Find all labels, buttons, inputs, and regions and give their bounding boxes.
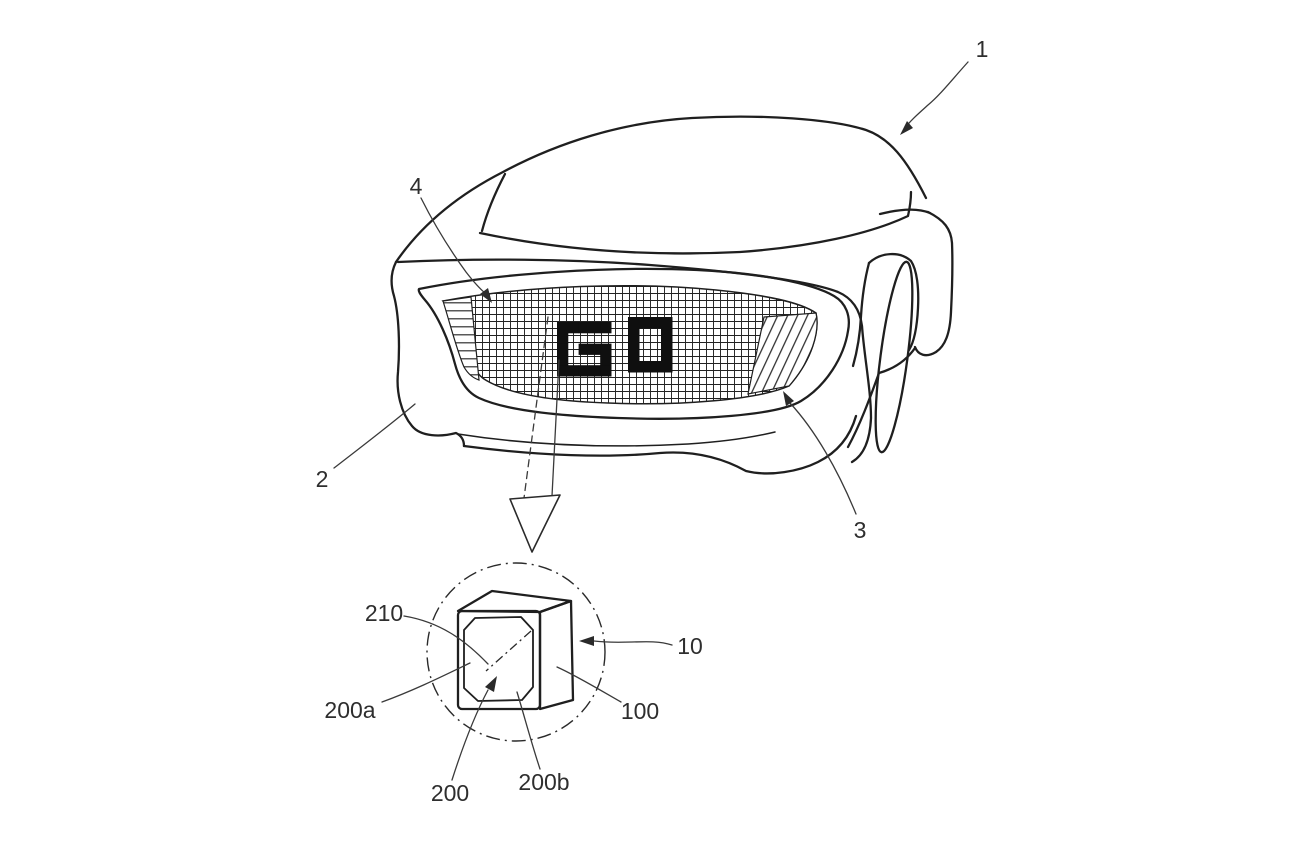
cowl-line (478, 190, 913, 255)
fender-outer-edge (913, 210, 954, 357)
pixel-cube-front-face (456, 609, 542, 711)
grille-display-text-GO (557, 317, 673, 377)
ref-label-1: 1 (976, 36, 989, 62)
leader-200a (381, 662, 471, 703)
car-silhouette (394, 115, 928, 264)
car-body-outline (390, 115, 954, 475)
leader-2 (333, 403, 416, 469)
grille-surround (417, 267, 850, 420)
pixel-cube-side-face (538, 599, 575, 711)
leader-200-arrowhead (485, 676, 497, 692)
hood-shutline (396, 258, 873, 464)
ref-label-3: 3 (854, 517, 867, 543)
grille-right-louvers (747, 312, 818, 395)
leader-4-arrowhead (480, 288, 492, 303)
leader-3 (789, 402, 857, 515)
front-tire (874, 260, 914, 454)
leader-10-arrowhead (579, 636, 594, 646)
leader-4 (420, 197, 486, 294)
leader-200b (516, 691, 541, 770)
leader-1-arrowhead (900, 121, 913, 135)
left-bumper-corner (390, 260, 466, 448)
rocker-edge (846, 371, 881, 449)
ref-label-210: 210 (365, 600, 403, 626)
fender-bottom (877, 346, 917, 375)
pixel-cube-top-face (456, 589, 573, 614)
grille-left-vent (442, 296, 480, 381)
leader-100 (556, 666, 622, 703)
ref-label-200: 200 (431, 780, 469, 806)
ref-label-200a: 200a (324, 697, 375, 723)
fender-top (878, 208, 932, 216)
bumper-lip (457, 431, 776, 447)
callout-solid-line (551, 359, 560, 497)
leader-10 (593, 640, 673, 646)
callout-hollow-arrowhead (509, 494, 561, 553)
reference-numerals: 1 2 3 4 10 100 200 200a 200b 210 (316, 36, 989, 806)
leader-1 (904, 61, 969, 129)
ref-label-4: 4 (410, 173, 423, 199)
leader-3-arrowhead (783, 391, 794, 406)
detail-view (426, 562, 606, 742)
detail-callout-arrow (509, 316, 561, 553)
wheel-arch-opening (867, 252, 920, 352)
wheel-arch-side (851, 261, 871, 368)
leader-200 (451, 689, 489, 781)
callout-dashed-line (523, 316, 549, 499)
detail-boundary-circle (426, 562, 606, 742)
bumper-bottom (462, 414, 858, 475)
leader-210 (403, 615, 489, 665)
ref-label-200b: 200b (518, 769, 569, 795)
leader-lines (333, 61, 969, 781)
pixel-cube-display-panel (463, 616, 534, 702)
ref-label-100: 100 (621, 698, 659, 724)
windshield-left-edge (480, 172, 507, 233)
ref-label-2: 2 (316, 466, 329, 492)
ref-label-10: 10 (677, 633, 703, 659)
grille (417, 267, 850, 420)
